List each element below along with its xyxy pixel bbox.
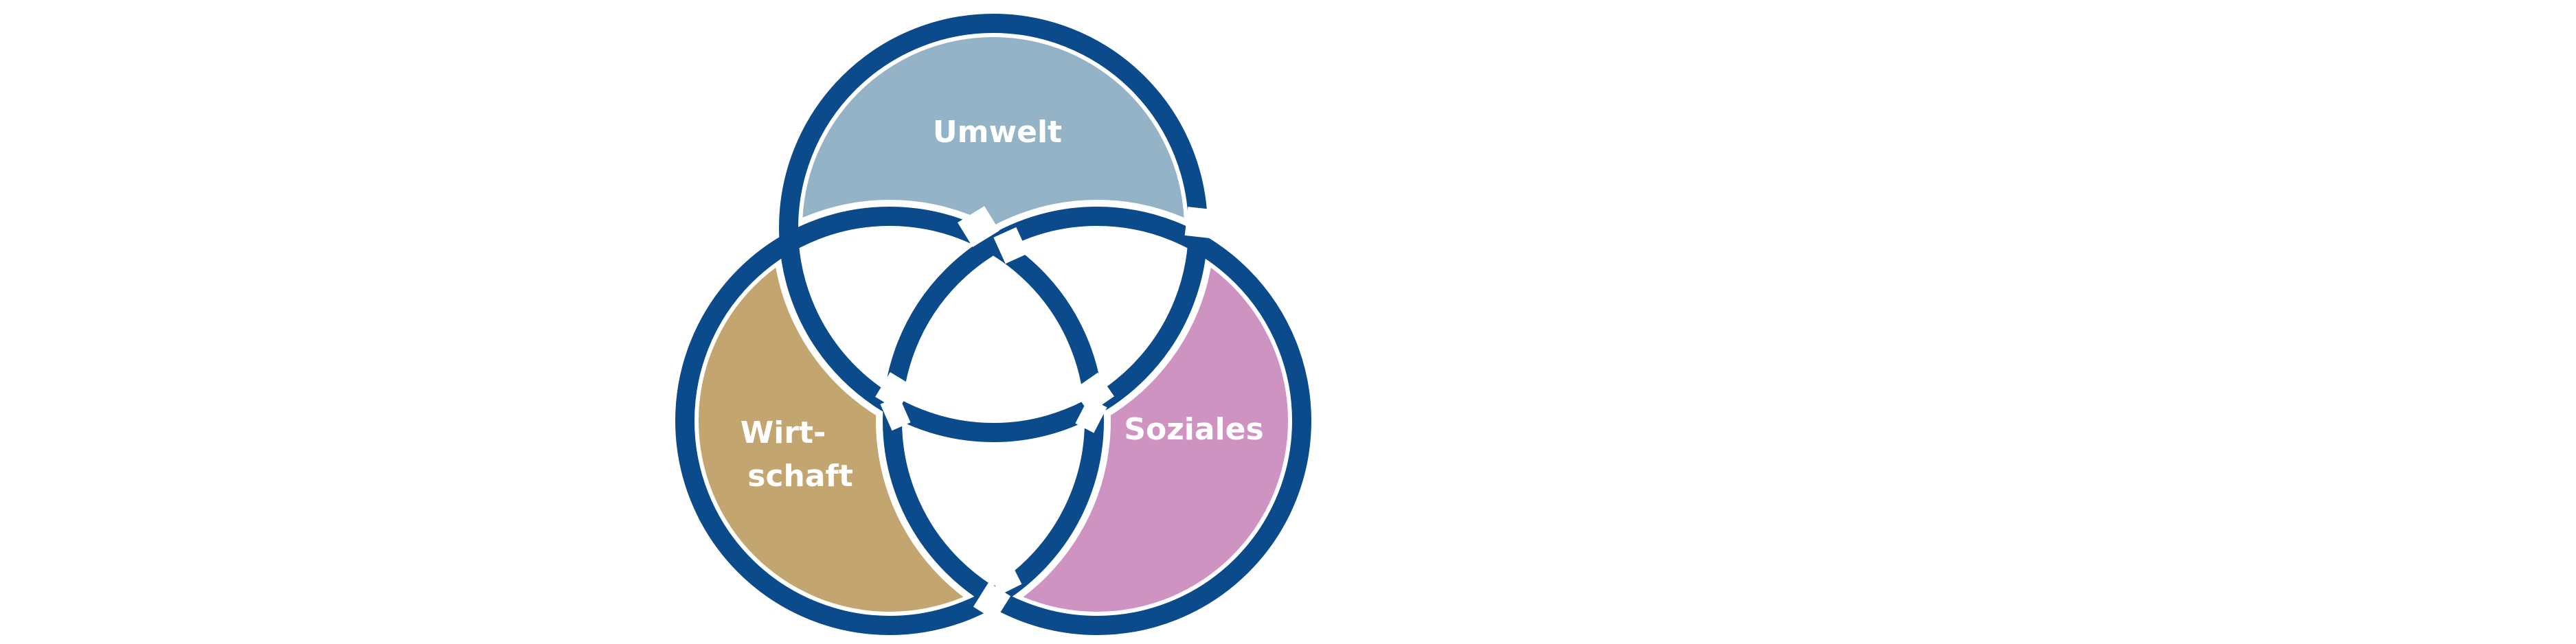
gap-top-under-right [1184, 207, 1213, 238]
gap-inner-center-right [1075, 398, 1107, 433]
label-wirtschaft-line2: schaft [747, 459, 852, 494]
label-wirtschaft-line1: Wirt- [741, 415, 826, 450]
label-soziales: Soziales [1124, 412, 1263, 447]
gap-left-under-right [973, 582, 1011, 621]
gap-inner-right [1073, 372, 1114, 414]
gap-inner-center-left [880, 395, 911, 431]
gap-inner-top-left [957, 206, 1000, 247]
gap-inner-top-right [993, 227, 1028, 264]
label-umwelt: Umwelt [933, 115, 1062, 150]
gap-inner-bottom [986, 558, 1022, 595]
gap-inner-left [875, 372, 913, 411]
ring-interlace [769, 206, 1213, 621]
